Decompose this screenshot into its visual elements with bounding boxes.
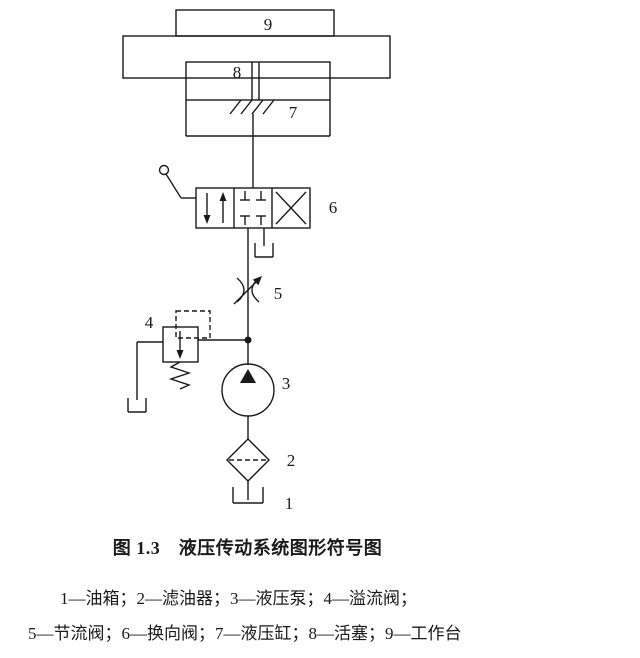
label-8: 8 <box>233 63 242 82</box>
hatching <box>229 99 275 115</box>
worktable-symbol <box>122 9 391 79</box>
directional-valve-symbol <box>158 164 311 229</box>
legend-line-1: 1—油箱；2—滤油器；3—液压泵；4—溢流阀； <box>60 589 417 608</box>
label-4: 4 <box>145 313 154 332</box>
throttle-valve-symbol <box>233 276 262 305</box>
tank-symbol <box>232 487 264 504</box>
label-5: 5 <box>274 284 283 303</box>
valve-drain-symbol <box>254 228 274 258</box>
label-6: 6 <box>329 198 338 217</box>
filter-symbol <box>226 438 270 482</box>
cylinder-symbol <box>185 61 331 137</box>
figure-caption: 图 1.3 液压传动系统图形符号图 <box>112 538 383 558</box>
relief-valve-symbol <box>127 310 248 413</box>
hydraulic-schematic: 9 8 7 <box>122 9 391 513</box>
label-7: 7 <box>289 103 298 122</box>
pump-symbol <box>221 363 275 417</box>
lever-handle-icon <box>158 164 196 199</box>
label-1: 1 <box>285 494 294 513</box>
label-2: 2 <box>287 451 296 470</box>
legend-line-2: 5—节流阀；6—换向阀；7—液压缸；8—活塞；9—工作台 <box>28 624 462 643</box>
relief-drain-symbol <box>127 398 147 413</box>
label-3: 3 <box>282 374 291 393</box>
label-9: 9 <box>264 15 273 34</box>
